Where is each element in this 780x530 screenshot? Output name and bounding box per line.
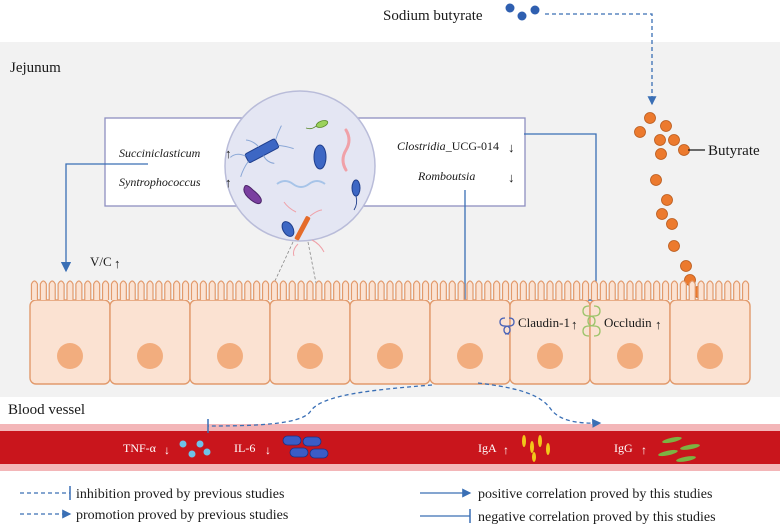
butyrate-molecule: [668, 240, 680, 252]
igg-molecules-icon: [658, 436, 700, 462]
epithelial-cell: [669, 280, 751, 385]
villus-crypt-label: V/C: [90, 254, 112, 269]
butyrate-molecule: [644, 112, 656, 124]
legend-inhibition-prev: inhibition proved by previous studies: [76, 487, 284, 502]
butyrate-molecule: [661, 194, 673, 206]
cell-nucleus: [217, 343, 243, 369]
tnf-molecules-icon: [179, 440, 211, 458]
romboutsia-trend: ↓: [508, 170, 515, 185]
legend-positive-this: positive correlation proved by this stud…: [478, 487, 712, 502]
igg-label: IgG: [614, 441, 633, 455]
butyrate-molecule: [666, 218, 678, 230]
microbes-icon: [230, 120, 361, 257]
epithelial-cell: [589, 280, 671, 385]
promotion-arc-to-iga-igg: [477, 382, 602, 428]
butyrate-molecule: [654, 134, 666, 146]
claudin-trend: ↑: [571, 317, 578, 332]
butyrate-molecule: [634, 126, 646, 138]
occludin-icon: [582, 305, 601, 337]
zoom-cone-right: [307, 241, 317, 284]
blood-vessel-label: Blood vessel: [8, 402, 85, 418]
epithelial-cell: [189, 280, 271, 385]
cell-nucleus: [697, 343, 723, 369]
il6-molecules-icon: [282, 435, 329, 459]
legend-negative-this: negative correlation proved by this stud…: [478, 510, 716, 525]
sodium-butyrate-label: Sodium butyrate: [383, 8, 483, 24]
cell-nucleus: [617, 343, 643, 369]
romboutsia-label: Romboutsia: [417, 169, 475, 183]
villus-crypt-trend: ↑: [114, 256, 121, 271]
succiniclasticum-trend: ↑: [225, 146, 232, 161]
syntrophococcus-label: Syntrophococcus: [119, 175, 201, 189]
cell-nucleus: [377, 343, 403, 369]
occludin-label: Occludin: [604, 315, 652, 330]
clostridia-trend: ↓: [508, 140, 515, 155]
claudin-icon: [499, 317, 515, 335]
cell-nucleus: [57, 343, 83, 369]
occludin-trend: ↑: [655, 317, 662, 332]
iga-trend: ↑: [503, 443, 509, 457]
inhibition-arc-to-tnf-il6: [207, 384, 433, 427]
butyrate-molecule: [668, 134, 680, 146]
cell-nucleus: [457, 343, 483, 369]
microbiota-circle: [224, 90, 376, 242]
epithelial-cell: [429, 280, 511, 385]
epithelial-cell: [109, 280, 191, 385]
butyrate-label: Butyrate: [708, 143, 760, 159]
claudin-label: Claudin-1: [518, 315, 570, 330]
epithelial-cell: [29, 280, 111, 385]
epithelial-cell: [349, 280, 431, 385]
legend: inhibition proved by previous studies pr…: [20, 486, 716, 525]
epithelial-cells: [29, 280, 751, 385]
epithelial-cell: [269, 280, 351, 385]
igg-trend: ↑: [641, 443, 647, 457]
sodium-butyrate-molecules: [505, 3, 540, 21]
cell-nucleus: [537, 343, 563, 369]
jejunum-label: Jejunum: [10, 60, 61, 76]
epithelial-cell: [509, 280, 591, 385]
vessel-wall-top: [0, 424, 780, 431]
cell-nucleus: [137, 343, 163, 369]
succiniclasticum-to-villus-positive-line: [60, 163, 148, 273]
syntrophococcus-trend: ↑: [225, 175, 232, 190]
il6-label: IL-6: [234, 441, 255, 455]
butyrate-molecule: [678, 144, 690, 156]
legend-promotion-prev: promotion proved by previous studies: [76, 508, 288, 523]
cell-nucleus: [297, 343, 323, 369]
iga-molecules-icon: [522, 435, 550, 462]
tnf-trend: ↓: [164, 443, 170, 457]
zoom-cone-left: [273, 241, 294, 284]
succiniclasticum-label: Succiniclasticum: [119, 146, 201, 160]
vessel-wall-bottom: [0, 464, 780, 471]
il6-trend: ↓: [265, 443, 271, 457]
butyrate-molecule: [650, 174, 662, 186]
butyrate-molecule: [655, 148, 667, 160]
butyrate-molecule: [680, 260, 692, 272]
butyrate-molecule: [656, 208, 668, 220]
sodium-to-butyrate-promotion-arrow: [545, 13, 657, 106]
vessel-lumen: [0, 431, 780, 464]
clostridia-occludin-negative-line: [524, 133, 597, 300]
iga-label: IgA: [478, 441, 497, 455]
clostridia-label: Clostridia_UCG-014: [397, 139, 499, 153]
butyrate-molecule: [660, 120, 672, 132]
tnf-label: TNF-α: [123, 441, 157, 455]
